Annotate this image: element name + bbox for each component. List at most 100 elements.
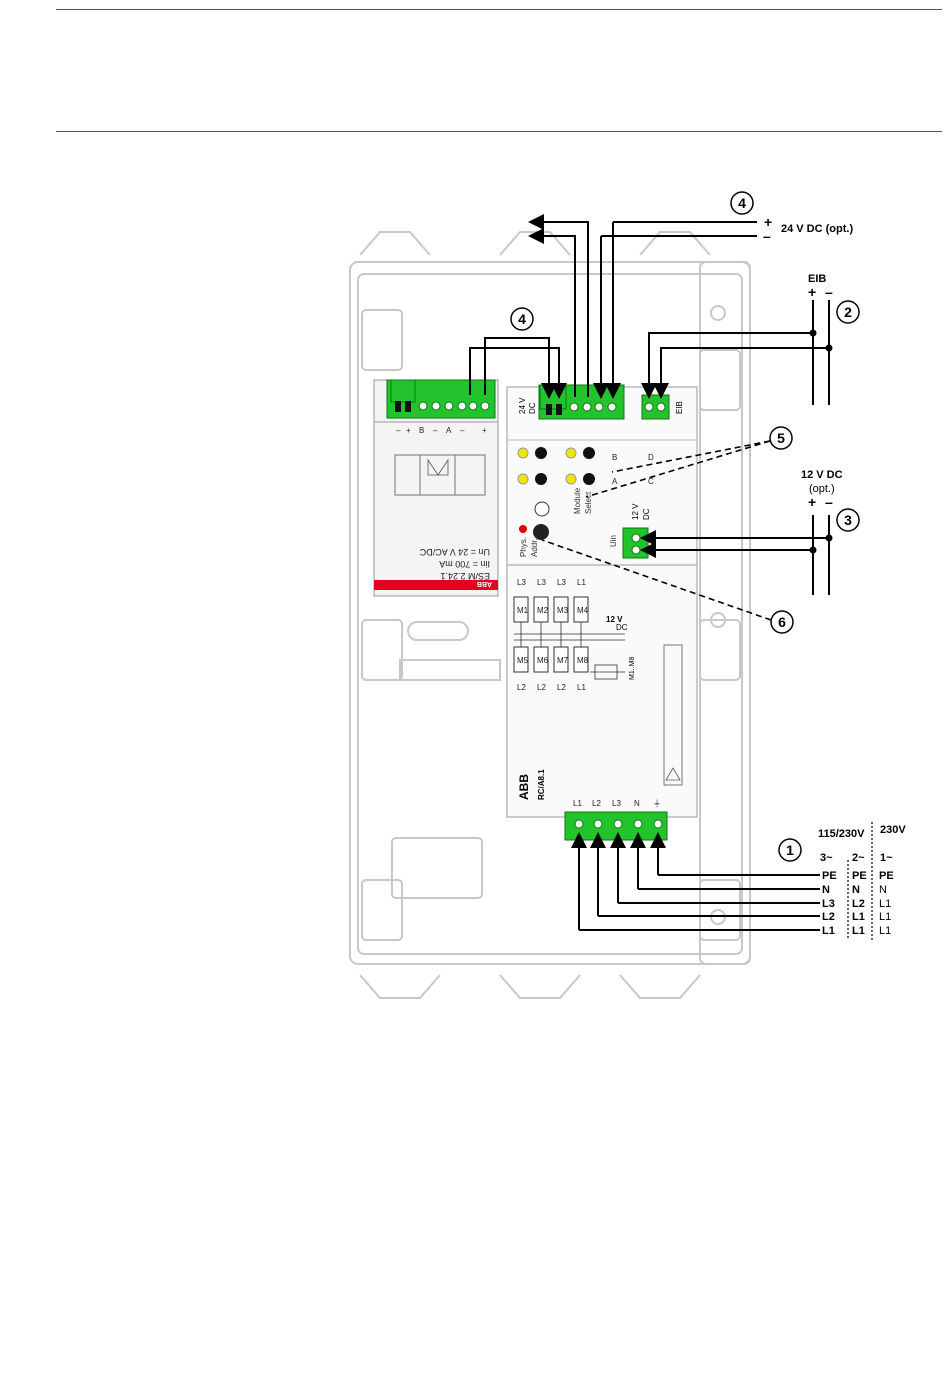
phys-addr-button [533,524,549,540]
mains-cell: L2 [822,911,835,923]
row-label-c: C [648,477,654,486]
mains-cell: L1 [852,911,865,923]
line-label: L2 [517,683,526,692]
eib-label: EIB [808,273,826,285]
mains-cell: N [879,884,887,896]
side-term-label: + [482,426,487,435]
mains-cell: PE [879,870,894,882]
uin-label: Uin [609,535,618,547]
callout-4-top: 4 [738,195,746,211]
motor-label: M5 [517,656,529,665]
dc24-minus: – [763,228,771,244]
mains-table: PE PE PE N N N L3 L2 L1 L2 L1 L1 L1 L1 L… [822,870,894,937]
mains-cell: N [852,884,860,896]
addr-label: Addr. [530,538,539,557]
line-label: L1 [577,578,586,587]
side-module-model: ES/M 2.24.1 [440,571,490,581]
mains-cell: L3 [822,898,835,910]
callout-3: 3 [844,512,852,528]
mains-115-label: 115/230V [818,828,865,840]
row-label-b: B [612,453,617,462]
mains-cell: PE [822,870,837,882]
phase-3: 3~ [820,852,833,864]
line-label: L1 [577,683,586,692]
line-label: L3 [557,578,566,587]
terminal-12v-label: 12 V [631,503,640,520]
mains-cell: L1 [879,925,891,937]
main-device: 24 V DC EIB B A D C [506,384,698,841]
motor-block-top: M1 M2 M3 M4 L3 L3 L3 L1 [513,578,589,623]
module-select-knob [534,501,550,517]
motor-block-bottom: M5 M6 M7 M8 L2 L2 L2 L1 [513,646,589,692]
line-label: L2 [557,683,566,692]
row-label-d: D [648,453,654,462]
mains-cell: L1 [879,911,891,923]
motor-label: M2 [537,606,549,615]
mains-term-label: ⏚ [653,799,661,808]
inner-dc-label: DC [616,623,628,632]
prog-led [519,525,527,533]
phase-2: 2~ [852,852,865,864]
mains-cell: L2 [852,898,865,910]
mains-cell: PE [852,870,867,882]
line-label: L3 [537,578,546,587]
dc24-plus: + [764,214,772,230]
dc12-minus: – [825,494,833,510]
terminal-24v-label: 24 V [518,397,527,414]
side-module-spec: Un = 24 V AC/DC [419,547,490,557]
top-rule [56,9,942,10]
motor-label: M8 [577,656,589,665]
eib-minus: – [825,284,833,300]
callout-1: 1 [786,842,794,858]
mains-cell: L1 [852,925,865,937]
header-rule [56,131,942,132]
select-label: Select [584,491,593,514]
dc12-opt: (opt.) [809,483,835,495]
dc12-plus: + [808,494,816,510]
motor-label: M3 [557,606,569,615]
motor-label: M1 [517,606,529,615]
eib-plus: + [808,284,816,300]
phys-label: Phys. [519,537,528,557]
callout-5: 5 [777,430,785,446]
device-model: RC/A8.1 [537,769,546,800]
terminal-12v-dc-label: DC [642,508,651,520]
side-module-spec: Iin = 700 mA [439,559,490,569]
phase-1: 1~ [880,852,893,864]
wires [469,214,830,931]
mains-term-label: L1 [573,799,582,808]
side-term-label: B [419,426,424,435]
module-label: Module [573,487,582,514]
mains-cell: L1 [822,925,835,937]
callout-4-mid: 4 [518,311,526,327]
line-label: L2 [537,683,546,692]
side-term-label: A [446,426,452,435]
mains-cell: N [822,884,830,896]
side-term-label: + [406,426,411,435]
dc24-label: 24 V DC (opt.) [781,223,853,235]
side-term-label: – [460,426,465,435]
side-term-label: – [396,426,401,435]
callout-2: 2 [844,304,852,320]
warning-box [663,644,683,786]
motor-label: M6 [537,656,549,665]
callout-6: 6 [778,614,786,630]
relay-symbol [590,664,625,680]
inner-12v-label: 12 V [606,615,623,624]
m1m8-label: M1..M8 [629,657,636,680]
mains-term-label: L3 [612,799,621,808]
device-logo: ABB [517,774,531,800]
dc12-title: 12 V DC [801,469,843,481]
mains-230-label: 230V [880,824,906,836]
motor-label: M4 [577,606,589,615]
led-row-upper [517,447,595,459]
terminal-eib-label: EIB [675,401,684,414]
led-row-lower [517,473,595,485]
mains-term-label: L2 [592,799,601,808]
side-module-logo: ABB [477,580,492,587]
row-label-a: A [612,477,618,486]
line-label: L3 [517,578,526,587]
mains-cell: L1 [879,898,891,910]
side-module: – + B – A – + ES/M 2.24.1 Iin = 700 mA U… [373,379,499,597]
